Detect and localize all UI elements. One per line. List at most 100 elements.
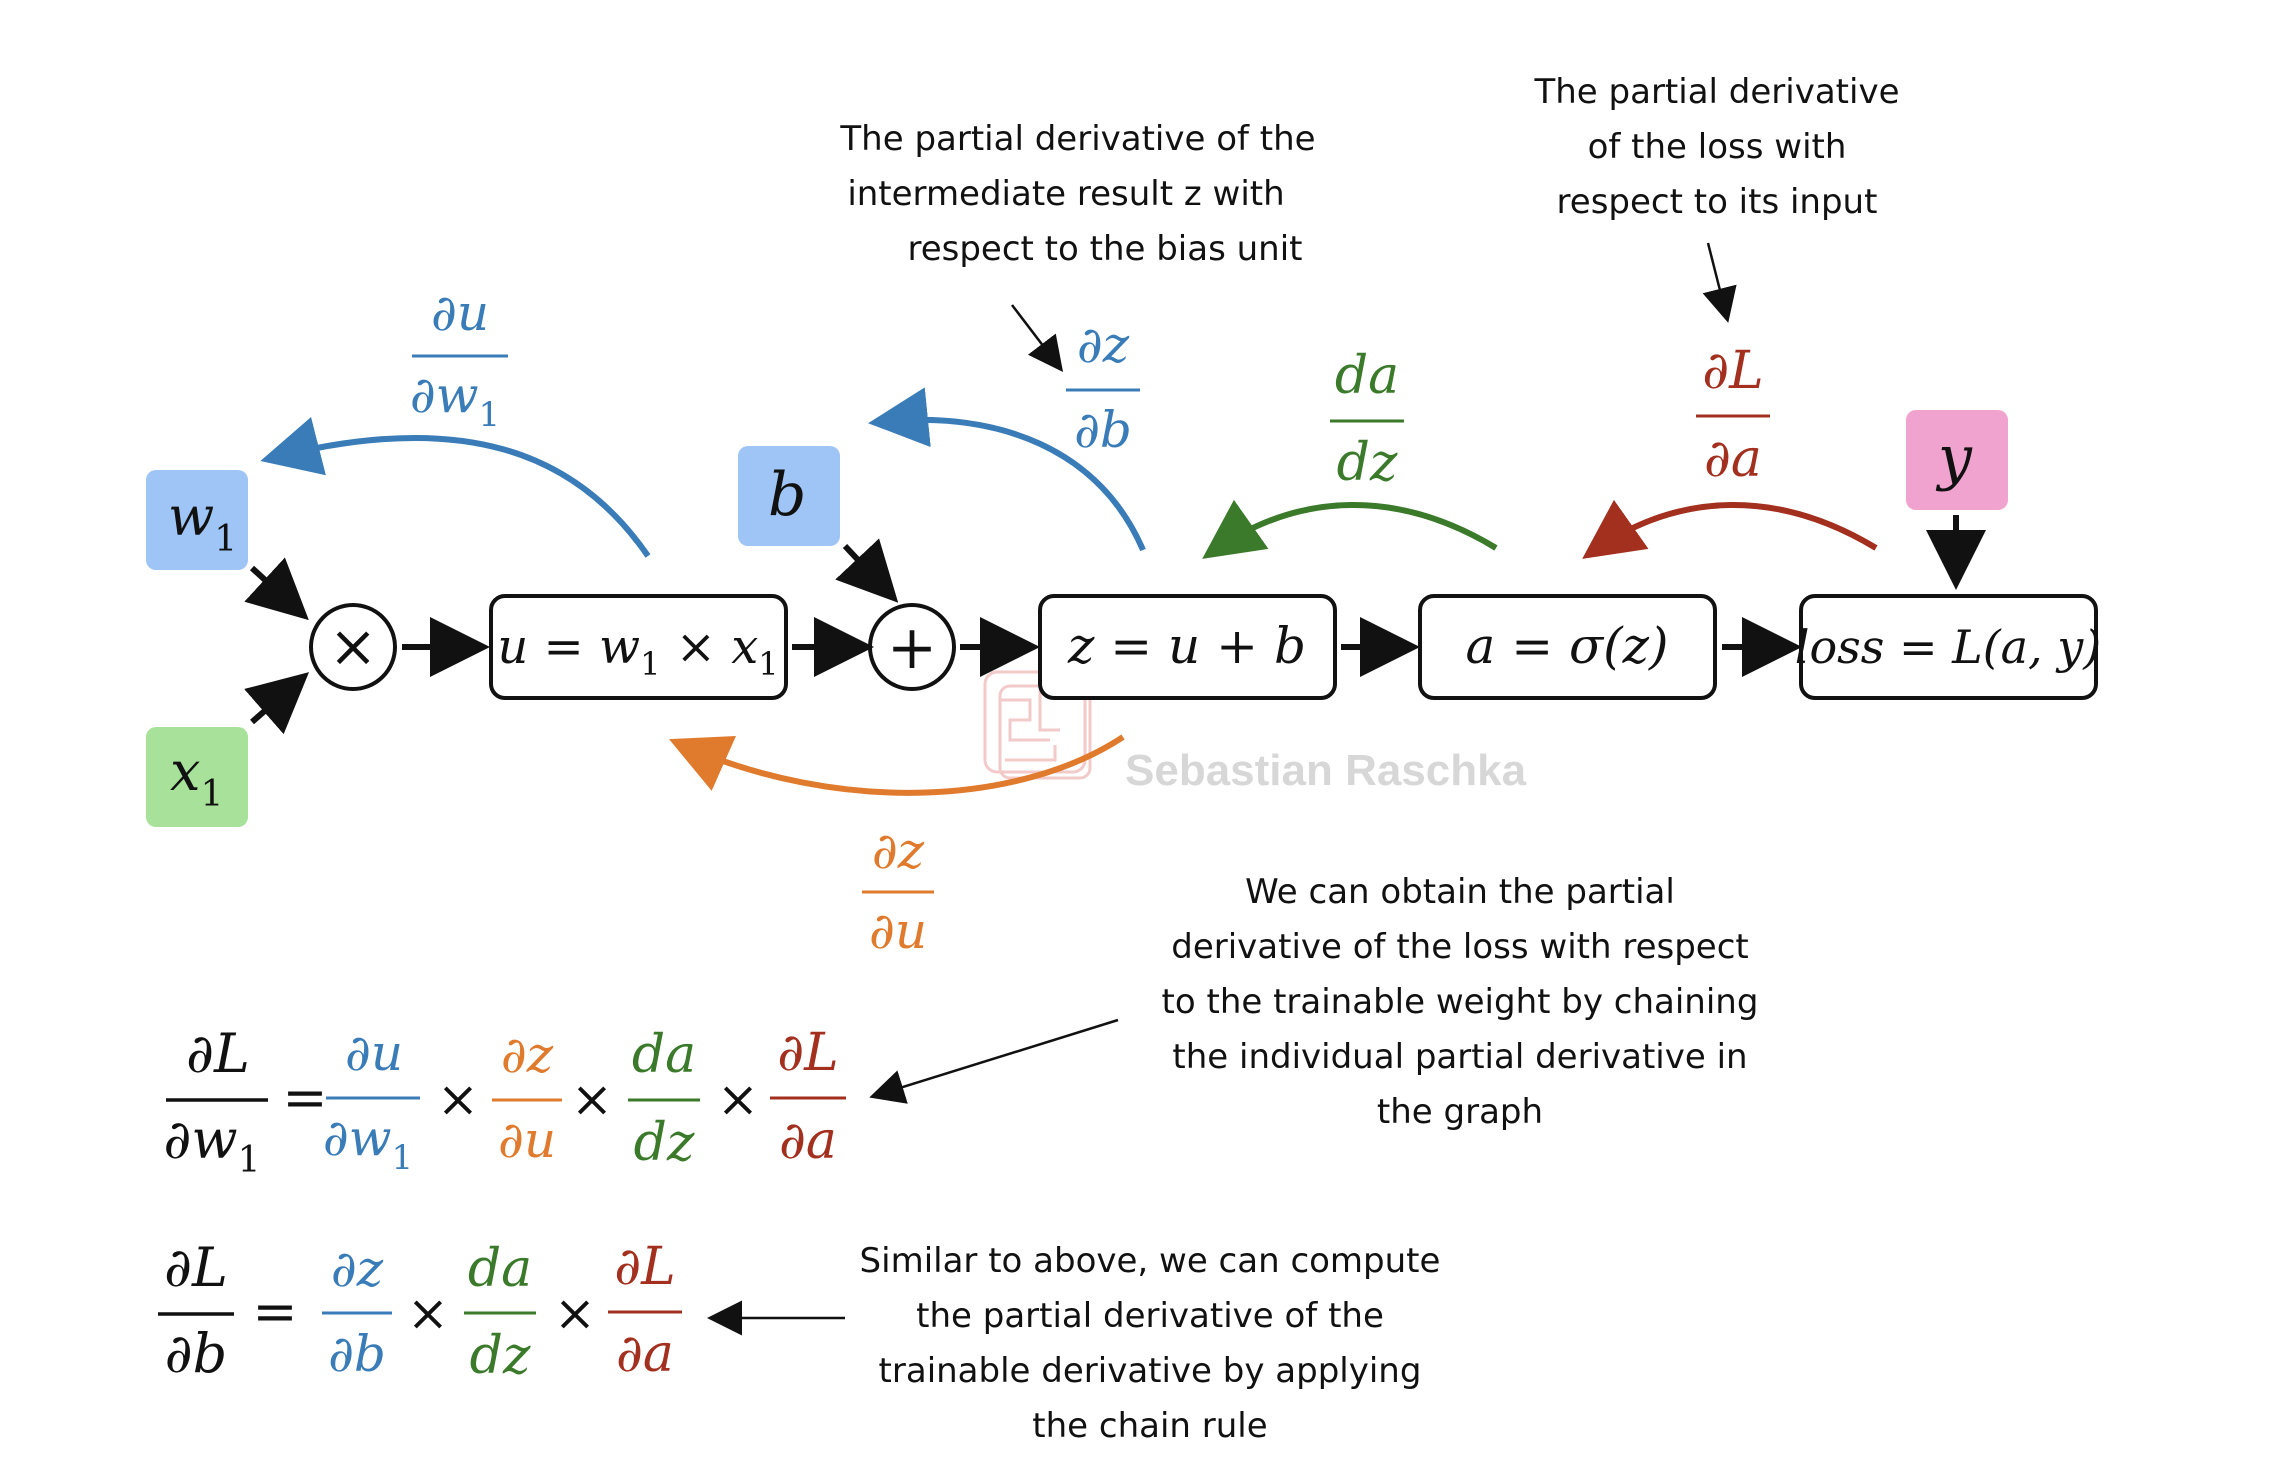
forward-connectors [244,515,1986,735]
eq1-term-2-numerator: ∂z [501,1026,554,1084]
w1-input-bg [146,470,248,570]
du-dw1-numerator: ∂u [431,284,489,342]
dz-du-backward-arrow [669,734,1125,796]
multiply-circle [309,603,397,691]
eq1-lhs-numerator: ∂L [186,1022,250,1085]
eq1-lhs-fraction: ∂L ∂w1 [163,1022,268,1181]
watermark: Sebastian Raschka [983,670,1527,795]
eq1-times-1: × [437,1070,479,1128]
chain-note-line-1: We can obtain the partial [1245,872,1675,912]
multiply-symbol: × [329,612,378,680]
bias-chain-note-line-1: Similar to above, we can compute [860,1241,1441,1281]
add-operator: + [868,603,956,691]
y-input-bg [1906,410,2008,510]
eq2-term-da-dz: da dz [464,1239,536,1386]
b-input-node: b [738,446,840,546]
fraction-du-dw1: ∂u ∂w1 [410,284,508,435]
chain-note-line-4: the individual partial derivative in [1172,1037,1747,1077]
eq1-term-dz-du: ∂z ∂u [492,1026,562,1169]
chain-note-line-5: the graph [1377,1092,1543,1132]
loss-node-label: loss = L(a, y) [1795,620,2102,674]
eq2-lhs-fraction: ∂L ∂b [158,1236,234,1385]
eq1-term-3-denominator: dz [634,1113,695,1173]
a-node-label: a = σ(z) [1466,617,1669,675]
da-dz-numerator: da [1335,346,1399,406]
da-dz-backward-arrow [1202,499,1498,559]
equation-dL-dw1: ∂L ∂w1 = ∂u ∂w1 × ∂z ∂u × da dz × ∂L ∂a [163,1022,846,1181]
eq2-term-2-numerator: da [468,1239,532,1299]
eq2-term-dz-db: ∂z ∂b [322,1240,392,1383]
x1-input-label: x1 [170,740,223,815]
w1-to-multiply-arrow [244,557,309,621]
u-node: u = w1 × x1 [489,594,788,700]
eq2-term-3-numerator: ∂L [614,1237,675,1297]
loss-note: The partial derivative of the loss with … [1533,72,1900,323]
eq1-lhs-denominator: ∂w1 [163,1108,260,1181]
da-dz-denominator: dz [1337,433,1398,493]
chain-note-line-2: derivative of the loss with respect [1171,927,1749,967]
loss-note-pointer [1702,242,1737,323]
loss-note-line-3: respect to its input [1557,182,1878,222]
eq2-times-1: × [407,1284,449,1342]
eq1-term-4-numerator: ∂L [777,1023,838,1083]
du-dw1-backward-arrow [260,417,651,558]
z-node-box [1038,594,1337,700]
fraction-dz-db: ∂z ∂b [1066,316,1140,459]
fraction-dz-du: ∂z ∂u [862,822,934,960]
eq2-equals: = [252,1280,297,1343]
dL-da-numerator: ∂L [1702,341,1763,401]
bias-chain-note-line-2: the partial derivative of the [916,1296,1384,1336]
dz-du-denominator: ∂u [869,902,927,960]
loss-node: loss = L(a, y) [1795,594,2102,700]
bias-note: The partial derivative of the intermedia… [839,119,1316,372]
eq1-times-2: × [571,1070,613,1128]
bias-note-line-3: respect to the bias unit [907,229,1302,269]
equation-dL-db: ∂L ∂b = ∂z ∂b × da dz × ∂L ∂a [158,1236,682,1386]
y-input-label: y [1935,423,1973,493]
z-node: z = u + b [1038,594,1337,700]
bias-note-line-1: The partial derivative of the [839,119,1315,159]
b-to-add-arrow [835,538,899,603]
z-node-label: z = u + b [1067,617,1306,675]
x1-input-node: x1 [146,727,248,827]
eq1-term-du-dw1: ∂u ∂w1 [323,1024,420,1178]
eq1-term-3-numerator: da [632,1025,696,1085]
b-input-bg [738,446,840,546]
loss-note-line-2: of the loss with [1588,127,1847,167]
fraction-da-dz: da dz [1330,346,1404,493]
b-input-label: b [768,460,806,530]
chain-note: We can obtain the partial derivative of … [869,872,1759,1132]
add-symbol: + [887,613,937,683]
w1-input-label: w1 [168,485,237,560]
eq1-term-1-denominator: ∂w1 [323,1109,413,1178]
bias-chain-note-line-4: the chain rule [1032,1406,1267,1446]
eq2-term-3-denominator: ∂a [616,1324,674,1384]
a-node-box [1418,594,1717,700]
w1-input-node: w1 [146,470,248,570]
dz-db-numerator: ∂z [1077,316,1130,374]
x1-input-bg [146,727,248,827]
chain-note-pointer [869,1018,1119,1104]
eq1-term-da-dz: da dz [628,1025,700,1173]
eq1-term-1-numerator: ∂u [345,1024,403,1082]
dz-db-denominator: ∂b [1074,401,1132,459]
a-node: a = σ(z) [1418,594,1717,700]
u-node-box [489,594,788,700]
eq1-term-dL-da: ∂L ∂a [770,1023,846,1171]
eq2-term-dL-da: ∂L ∂a [608,1237,682,1384]
bias-note-pointer [1011,304,1064,372]
x1-to-multiply-arrow [244,672,310,735]
chain-note-line-3: to the trainable weight by chaining [1162,982,1759,1022]
u-node-label: u = w1 × x1 [497,619,778,683]
dz-db-backward-arrow [868,387,1146,552]
eq2-lhs-denominator: ∂b [165,1322,228,1385]
eq1-term-4-denominator: ∂a [779,1111,837,1171]
eq1-term-2-denominator: ∂u [498,1111,556,1169]
dz-du-numerator: ∂z [872,822,925,880]
bias-chain-note-line-3: trainable derivative by applying [879,1351,1422,1391]
eq2-term-1-numerator: ∂z [331,1240,384,1298]
bias-chain-note: Similar to above, we can compute the par… [707,1241,1441,1446]
du-dw1-denominator: ∂w1 [410,366,500,435]
bias-note-line-2: intermediate result z with [847,174,1284,214]
